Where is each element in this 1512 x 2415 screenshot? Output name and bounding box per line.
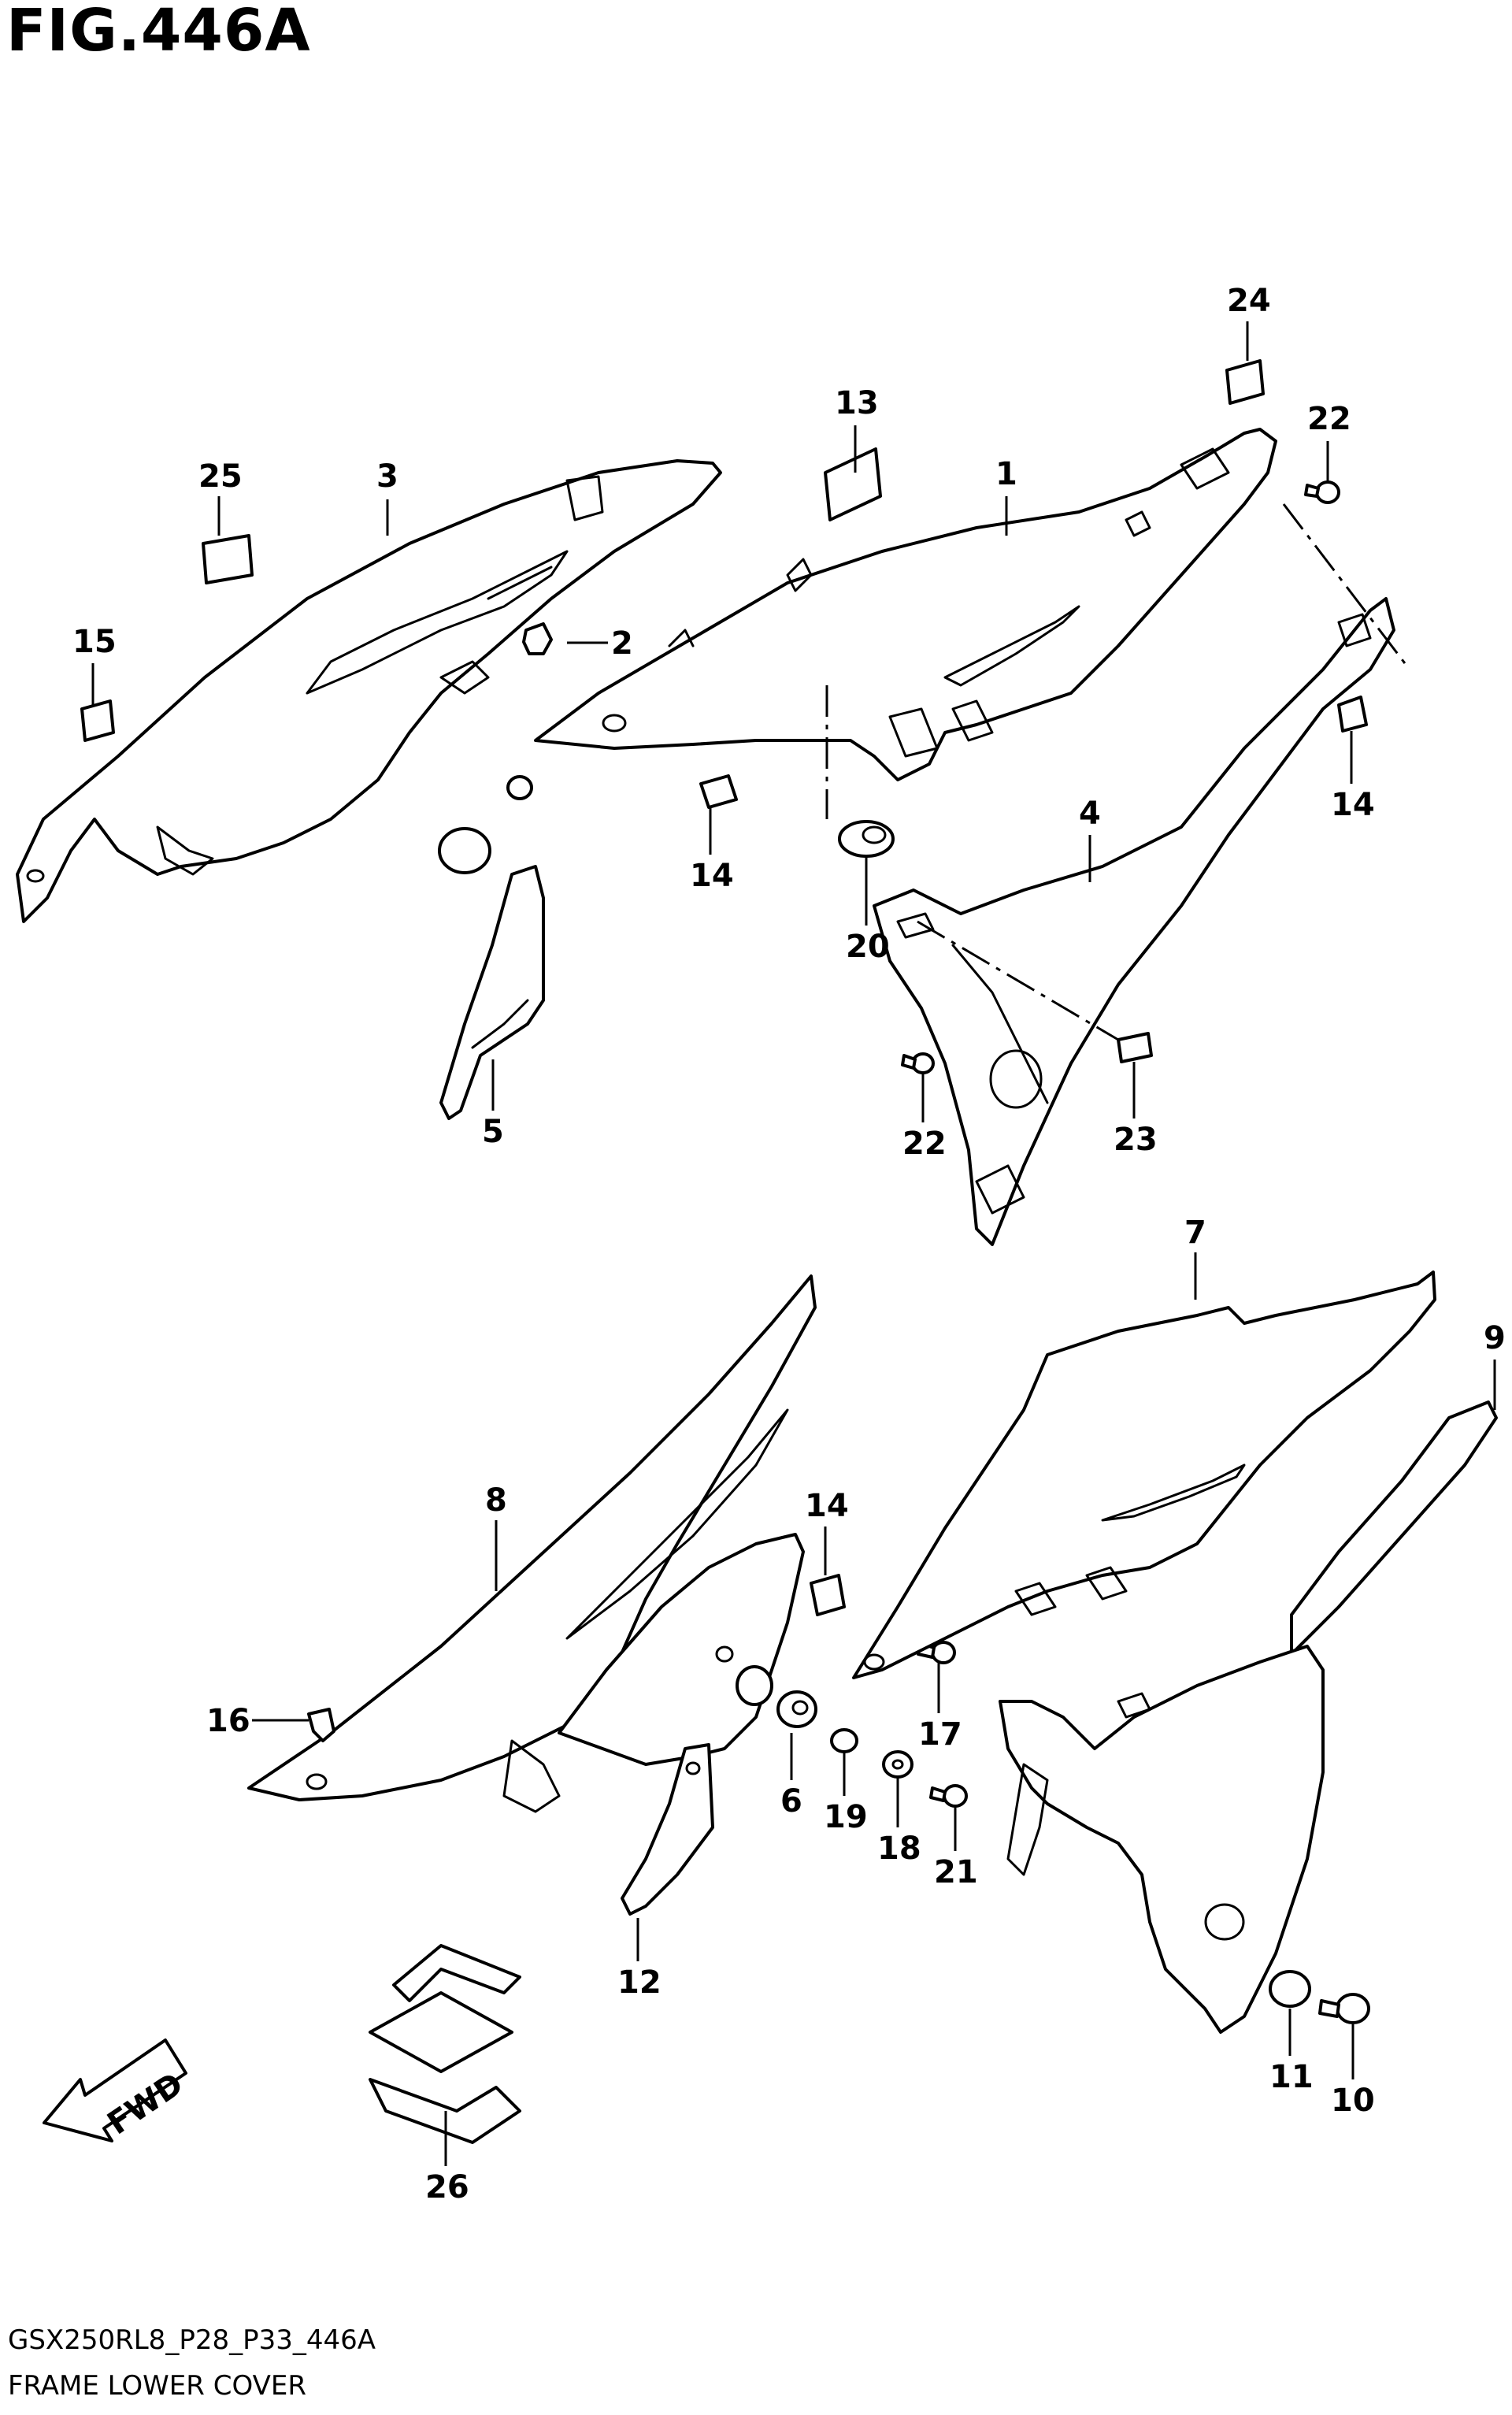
callout-9: 9 (1484, 1320, 1506, 1356)
part-14-clip-left (699, 774, 738, 809)
part-1-right-upper-cover (534, 428, 1277, 781)
callout-6: 6 (780, 1783, 802, 1820)
part-22-screw-lower (901, 1052, 935, 1074)
callout-5: 5 (482, 1114, 504, 1150)
part-9-trim-strip (1290, 1400, 1498, 1656)
part-4-frame-bracket (873, 597, 1395, 1246)
part-11-grommet (1269, 1970, 1311, 2008)
callout-2: 2 (611, 625, 633, 662)
callout-16: 16 (206, 1703, 250, 1739)
callout-12: 12 (617, 1964, 662, 2001)
diagram-name: FRAME LOWER COVER (8, 2370, 306, 2402)
callout-3: 3 (376, 458, 398, 495)
part-14-clip-lower (810, 1574, 846, 1616)
callout-10: 10 (1331, 2083, 1375, 2119)
part-3-left-upper-cover (16, 459, 722, 923)
callout-23: 23 (1114, 1122, 1158, 1158)
alignment-line-2 (917, 920, 1119, 1041)
part-15-label-plate (80, 699, 115, 742)
callout-11: 11 (1269, 2059, 1314, 2095)
callout-14-right: 14 (1331, 787, 1375, 823)
part-7-right-lower-cover (852, 1271, 1436, 1679)
part-13-label-plate (824, 447, 882, 521)
callout-14-left: 14 (690, 858, 734, 894)
callout-25: 25 (198, 458, 243, 495)
callout-13: 13 (835, 385, 879, 421)
callout-18: 18 (877, 1831, 921, 1867)
callout-22-top: 22 (1307, 401, 1351, 437)
diagram-code: GSX250RL8_P28_P33_446A (8, 2324, 376, 2356)
callout-22-lower: 22 (902, 1126, 947, 1162)
callout-15: 15 (72, 624, 117, 660)
part-16-pin (307, 1708, 335, 1742)
callout-19: 19 (824, 1799, 868, 1835)
callout-8: 8 (485, 1482, 507, 1519)
part-24-label-plate (1225, 359, 1265, 405)
callout-14-lower: 14 (805, 1488, 849, 1524)
part-2-clip (522, 622, 553, 655)
callout-1: 1 (995, 456, 1017, 492)
callout-24: 24 (1227, 283, 1271, 319)
part-23-label-plate (1117, 1032, 1153, 1063)
callout-21: 21 (934, 1854, 978, 1890)
part-8-left-lower-cover (247, 1274, 817, 1813)
callout-26: 26 (425, 2169, 469, 2205)
figure-title: FIG.446A (6, 0, 311, 65)
part-7-inner-panel (999, 1645, 1325, 2034)
callout-7: 7 (1184, 1215, 1206, 1251)
part-21-screw (929, 1784, 968, 1808)
part-14-clip-right (1337, 696, 1368, 733)
fwd-arrow-icon: FWD (43, 2038, 190, 2142)
part-18-washer (882, 1750, 914, 1779)
part-10-screw (1318, 1993, 1370, 2024)
alignment-line-1 (1282, 503, 1411, 670)
callout-20: 20 (846, 929, 890, 965)
part-19-collar (830, 1728, 858, 1753)
part-22-screw-top (1304, 480, 1340, 504)
part-5-lower-bracket (438, 775, 545, 1120)
callout-4: 4 (1079, 796, 1101, 832)
part-6-grommet (776, 1690, 817, 1728)
part-25-label-plate (202, 534, 254, 584)
part-20-grommet (838, 820, 895, 858)
callout-17: 17 (918, 1716, 962, 1753)
part-12-bracket (621, 1743, 714, 1916)
